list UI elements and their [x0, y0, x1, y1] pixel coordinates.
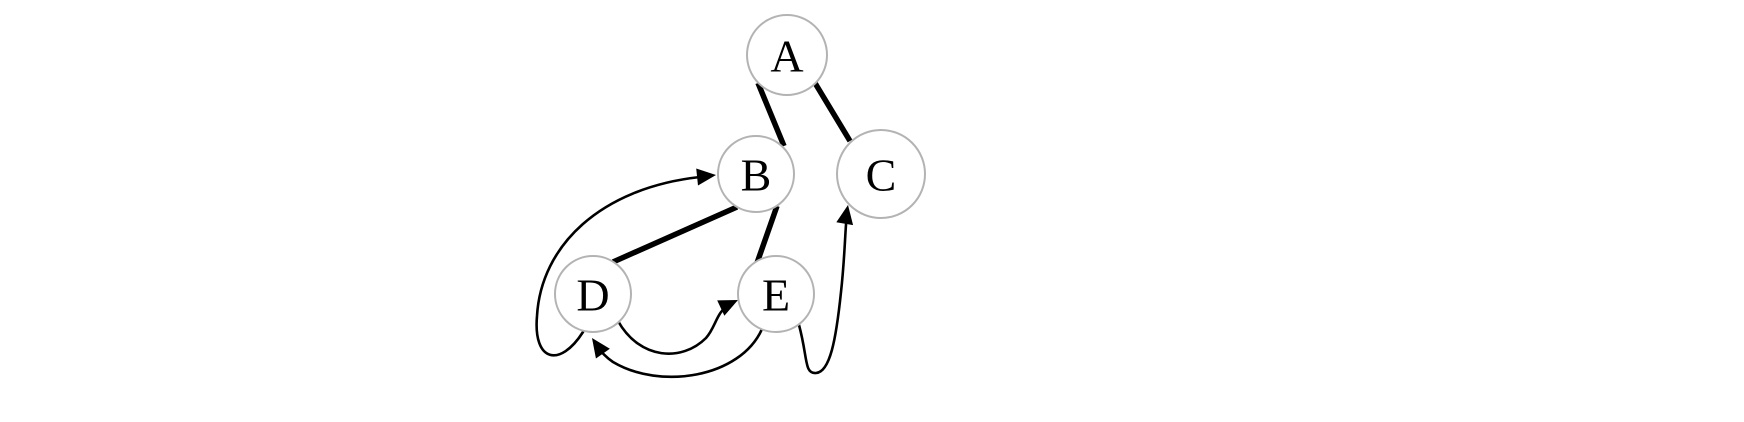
tree-edge-A-C	[812, 81, 853, 143]
node-circle-B[interactable]	[717, 135, 795, 213]
directed-edge-E-to-D	[592, 327, 764, 379]
node-C[interactable]: C	[836, 129, 926, 219]
tree-edges-group	[611, 81, 853, 265]
node-circle-A[interactable]	[746, 14, 828, 96]
node-D[interactable]: D	[554, 255, 632, 333]
arrowhead-E-D	[592, 338, 610, 359]
node-E[interactable]: E	[737, 255, 815, 333]
node-label-A: A	[770, 31, 803, 82]
tree-edge-A-B	[755, 81, 787, 148]
nodes-group: A B C D E	[554, 14, 926, 333]
arrowhead-D-E	[717, 300, 738, 316]
directed-edge-E-to-C	[797, 205, 854, 375]
node-B[interactable]: B	[717, 135, 795, 213]
node-label-D: D	[576, 270, 609, 321]
directed-edges-group	[535, 168, 854, 379]
edge-path-D-E	[616, 302, 732, 355]
edge-path-E-C	[797, 211, 849, 375]
directed-edge-D-to-E	[616, 300, 738, 355]
arrowhead-D-B	[696, 168, 716, 186]
tree-edge-B-D	[611, 204, 739, 265]
node-circle-E[interactable]	[737, 255, 815, 333]
node-label-C: C	[866, 150, 897, 201]
node-label-B: B	[741, 150, 772, 201]
arrowhead-E-C	[836, 205, 854, 226]
node-circle-C[interactable]	[836, 129, 926, 219]
edge-path-D-B	[535, 175, 702, 357]
node-A[interactable]: A	[746, 14, 828, 96]
tree-edge-B-E	[754, 205, 780, 264]
node-label-E: E	[762, 270, 790, 321]
node-circle-D[interactable]	[554, 255, 632, 333]
directed-edge-D-to-B	[535, 168, 716, 357]
